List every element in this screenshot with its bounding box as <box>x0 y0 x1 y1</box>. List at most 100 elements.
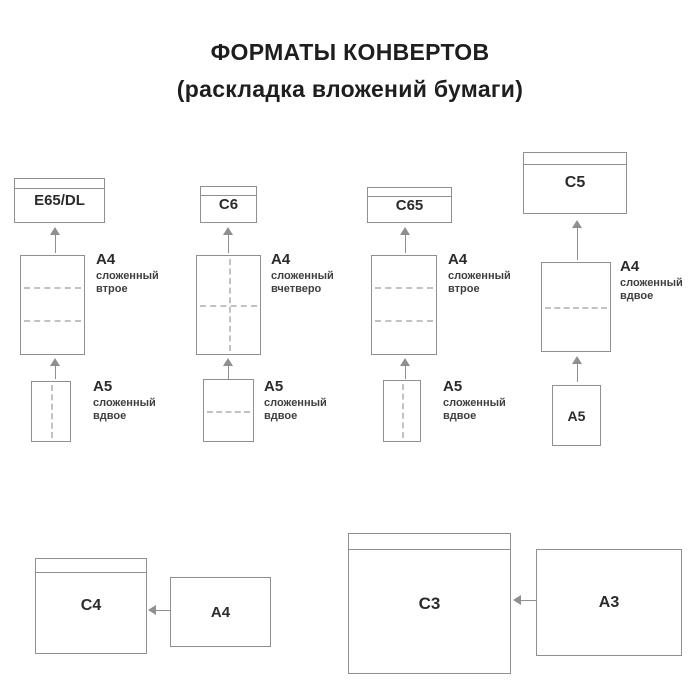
fold-desc-line2: вчетверо <box>271 283 322 296</box>
arrow-up-icon <box>50 358 61 379</box>
arrow-head <box>223 227 233 235</box>
envelope-flap-line <box>36 572 146 573</box>
sheet-a5-folded-in-two <box>383 380 421 442</box>
format-name: A4 <box>620 258 640 275</box>
arrow-head <box>513 595 521 605</box>
fold-line-vertical <box>51 385 53 438</box>
format-name: A4 <box>271 251 291 268</box>
arrow-up-icon <box>572 220 583 260</box>
envelope-label: C6 <box>218 196 239 213</box>
sheet-a4-unfolded: A4 <box>170 577 271 647</box>
format-name: A4 <box>96 251 116 268</box>
envelope-flap-line <box>368 196 451 197</box>
arrow-up-icon <box>400 227 411 253</box>
format-name: A5 <box>264 378 284 395</box>
label-a5-col3: A5 сложенный вдвое <box>443 378 506 424</box>
fold-desc-line1: сложенный <box>271 270 334 282</box>
envelope-flap-line <box>349 549 510 550</box>
fold-line-horizontal <box>24 319 81 322</box>
sheet-a5-folded-in-two <box>31 381 71 442</box>
envelope-c6: C6 <box>200 186 257 223</box>
arrow-shaft <box>227 233 230 253</box>
format-name: A5 <box>93 378 113 395</box>
page-title: ФОРМАТЫ КОНВЕРТОВ (раскладка вложений бу… <box>0 34 700 108</box>
envelope-c5: C5 <box>523 152 627 214</box>
sheet-a4-folded-in-three <box>371 255 437 355</box>
format-name: A5 <box>443 378 463 395</box>
format-name: A5 <box>567 407 586 424</box>
fold-desc-line2: вдвое <box>93 410 127 423</box>
fold-line-horizontal <box>375 319 433 322</box>
arrow-up-icon <box>50 227 61 253</box>
format-name: A3 <box>598 593 620 611</box>
sheet-a4-folded-in-two <box>541 262 611 352</box>
fold-desc-line1: сложенный <box>96 270 159 282</box>
fold-desc-line2: вдвое <box>443 410 477 423</box>
fold-line-horizontal <box>24 287 81 290</box>
arrow-shaft <box>519 599 536 602</box>
label-a4-col1: A4 сложенный втрое <box>96 251 159 297</box>
fold-line-horizontal <box>545 307 607 309</box>
arrow-head <box>148 605 156 615</box>
sheet-a3-unfolded: A3 <box>536 549 682 656</box>
fold-line-horizontal <box>375 287 433 290</box>
fold-desc-line2: вдвое <box>620 290 654 303</box>
arrow-shaft <box>404 233 407 253</box>
arrow-shaft <box>54 364 57 379</box>
arrow-shaft <box>227 364 230 379</box>
sheet-a4-folded-in-four <box>196 255 261 355</box>
envelope-label: C4 <box>80 597 102 614</box>
arrow-up-icon <box>400 358 411 379</box>
arrow-head <box>223 358 233 366</box>
sheet-a5-folded-in-two <box>203 379 254 442</box>
label-a5-col1: A5 сложенный вдвое <box>93 378 156 424</box>
arrow-up-icon <box>223 358 234 379</box>
fold-desc-line1: сложенный <box>443 397 506 409</box>
fold-desc-line1: сложенный <box>93 397 156 409</box>
arrow-shaft <box>154 609 170 612</box>
page-title-line1: ФОРМАТЫ КОНВЕРТОВ <box>210 39 490 65</box>
envelope-flap-line <box>201 195 256 196</box>
arrow-up-icon <box>572 356 583 382</box>
page-title-line2: (раскладка вложений бумаги) <box>176 76 524 102</box>
envelope-flap-line <box>15 188 104 189</box>
envelope-c3: C3 <box>348 533 511 674</box>
arrow-head <box>50 227 60 235</box>
fold-line-horizontal <box>207 410 250 413</box>
arrow-shaft <box>576 226 579 260</box>
arrow-shaft <box>404 364 407 379</box>
fold-line-vertical <box>228 259 231 351</box>
fold-desc-line2: втрое <box>448 283 480 296</box>
arrow-head <box>400 227 410 235</box>
arrow-shaft <box>54 233 57 253</box>
envelope-flap-line <box>524 164 626 165</box>
label-a4-col3: A4 сложенный втрое <box>448 251 511 297</box>
fold-line-vertical <box>402 384 404 438</box>
envelope-label: C5 <box>564 174 586 191</box>
sheet-a4-folded-in-three <box>20 255 85 355</box>
arrow-head <box>572 356 582 364</box>
fold-desc-line2: втрое <box>96 283 128 296</box>
arrow-up-icon <box>223 227 234 253</box>
arrow-shaft <box>576 362 579 382</box>
arrow-head <box>400 358 410 366</box>
fold-desc-line1: сложенный <box>620 277 683 289</box>
envelope-c4: C4 <box>35 558 147 654</box>
arrow-head <box>50 358 60 366</box>
sheet-a5-plain: A5 <box>552 385 601 446</box>
label-a5-col2: A5 сложенный вдвое <box>264 378 327 424</box>
fold-desc-line1: сложенный <box>264 397 327 409</box>
envelope-label: C3 <box>418 593 441 613</box>
envelope-label: C65 <box>395 196 424 214</box>
label-a4-col4: A4 сложенный вдвое <box>620 258 683 304</box>
envelope-c65: C65 <box>367 187 452 223</box>
format-name: A4 <box>210 603 231 621</box>
arrow-left-icon <box>148 605 170 616</box>
fold-desc-line2: вдвое <box>264 410 298 423</box>
fold-desc-line1: сложенный <box>448 270 511 282</box>
label-a4-col2: A4 сложенный вчетверо <box>271 251 334 297</box>
envelope-e65dl: E65/DL <box>14 178 105 223</box>
arrow-left-icon <box>513 595 536 606</box>
format-name: A4 <box>448 251 468 268</box>
